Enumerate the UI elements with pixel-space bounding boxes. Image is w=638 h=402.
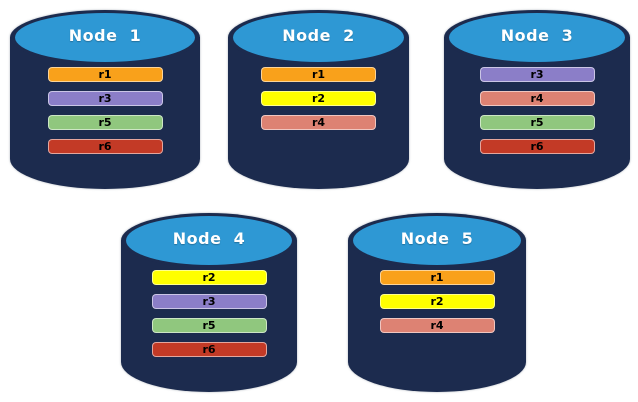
replica-bar-r6: r6 (151, 342, 267, 357)
replica-bar-r2: r2 (379, 294, 495, 309)
node-cylinder-5: Node 5 r1 r2 r4 (348, 213, 526, 392)
cylinder-cap-ellipse (353, 216, 521, 265)
node-label: Node 3 (500, 26, 574, 45)
replica-bar-r1: r1 (261, 67, 376, 82)
node-cylinder-2: Node 2 r1 r2 r4 (228, 10, 409, 189)
cylinder-cap-ellipse (449, 13, 625, 62)
replica-bar-r1: r1 (379, 270, 495, 285)
replica-bar-r3: r3 (47, 91, 163, 106)
node-label: Node 4 (172, 229, 246, 248)
cylinder-cap-ellipse (126, 216, 292, 265)
node-label: Node 1 (68, 26, 142, 45)
replica-bar-r2: r2 (151, 270, 267, 285)
replica-bar-r5: r5 (47, 115, 163, 130)
replica-bar-list: r3 r4 r5 r6 (444, 67, 630, 154)
node-cylinder-1: Node 1 r1 r3 r5 r6 (10, 10, 200, 189)
replica-bar-r6: r6 (479, 139, 595, 154)
replica-bar-r4: r4 (261, 115, 376, 130)
replica-bar-r3: r3 (479, 67, 595, 82)
replica-bar-r5: r5 (151, 318, 267, 333)
replica-bar-list: r1 r2 r4 (228, 67, 409, 130)
replica-bar-list: r1 r3 r5 r6 (10, 67, 200, 154)
replica-bar-r1: r1 (47, 67, 163, 82)
replica-bar-r6: r6 (47, 139, 163, 154)
node-cylinder-4: Node 4 r2 r3 r5 r6 (121, 213, 297, 392)
node-label: Node 2 (282, 26, 355, 45)
replica-bar-r3: r3 (151, 294, 267, 309)
replica-bar-r2: r2 (261, 91, 376, 106)
replica-bar-list: r1 r2 r4 (348, 270, 526, 333)
cylinder-cap-ellipse (233, 13, 404, 62)
replica-bar-list: r2 r3 r5 r6 (121, 270, 297, 357)
replica-bar-r5: r5 (479, 115, 595, 130)
replica-bar-r4: r4 (379, 318, 495, 333)
node-cylinder-3: Node 3 r3 r4 r5 r6 (444, 10, 630, 189)
cylinder-cap-ellipse (15, 13, 195, 62)
replica-bar-r4: r4 (479, 91, 595, 106)
node-label: Node 5 (400, 229, 474, 248)
